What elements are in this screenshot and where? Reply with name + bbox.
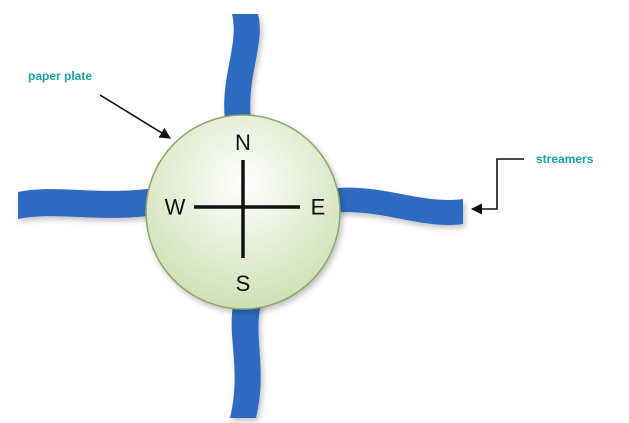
paper-plate-label: paper plate xyxy=(28,69,92,83)
streamers-arrow xyxy=(470,158,524,215)
streamer-west xyxy=(18,188,155,219)
streamers-label: streamers xyxy=(536,152,594,166)
north-label: N xyxy=(235,130,251,155)
streamer-south xyxy=(230,300,262,418)
streamer-east xyxy=(328,187,463,226)
streamer-north xyxy=(224,14,260,128)
compass-cross xyxy=(194,160,300,258)
east-label: E xyxy=(311,195,326,220)
south-label: S xyxy=(236,271,251,296)
west-label: W xyxy=(165,195,186,220)
streamers-group xyxy=(18,14,463,418)
paper-plate-arrow xyxy=(99,94,171,139)
